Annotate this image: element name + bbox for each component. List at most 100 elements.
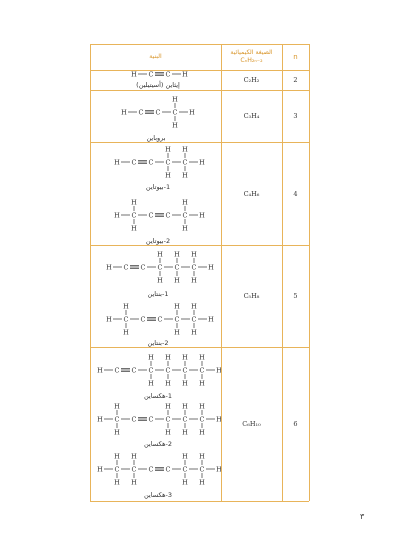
carbon-atom: C — [124, 315, 129, 323]
hydrogen-atom: H — [199, 211, 205, 219]
hydrogen-atom: H — [97, 415, 103, 423]
hydrogen-atom: H — [148, 379, 154, 387]
carbon-atom: C — [166, 158, 171, 166]
hydrogen-atom: H — [114, 402, 120, 410]
hydrogen-atom: H — [182, 402, 188, 410]
hydrogen-atom: H — [148, 353, 154, 361]
carbon-atom: C — [139, 108, 144, 116]
carbon-atom: C — [124, 263, 129, 271]
carbon-atom: C — [166, 211, 171, 219]
compound-name: 2-هكساين — [144, 440, 172, 448]
carbon-atom: C — [115, 465, 120, 473]
hydrogen-atom: H — [131, 198, 137, 206]
compound-name: إيثاين (أسيتيلين) — [136, 80, 180, 89]
alkyne-table: البنية الصيغة الكيميائية CₙH₂ₙ₋₂ n C₂H₂ … — [90, 44, 310, 502]
hydrogen-atom: H — [182, 353, 188, 361]
hydrogen-atom: H — [106, 263, 112, 271]
compound-name: 3-هكساين — [144, 491, 172, 499]
compound-name: 1-بنتاين — [148, 290, 169, 298]
hydrogen-atom: H — [199, 428, 205, 436]
carbon-atom: C — [166, 366, 171, 374]
hydrogen-atom: H — [172, 121, 178, 129]
hydrogen-atom: H — [165, 353, 171, 361]
hydrogen-atom: H — [121, 108, 127, 116]
formula-cell: C₂H₂ — [243, 76, 260, 84]
carbon-atom: C — [183, 158, 188, 166]
hydrogen-atom: H — [174, 328, 180, 336]
hydrogen-atom: H — [208, 263, 214, 271]
hydrogen-atom: H — [165, 171, 171, 179]
hydrogen-atom: H — [182, 70, 188, 78]
carbon-atom: C — [149, 366, 154, 374]
hydrogen-atom: H — [157, 276, 163, 284]
hydrogen-atom: H — [199, 402, 205, 410]
carbon-atom: C — [132, 158, 137, 166]
hydrogen-atom: H — [191, 328, 197, 336]
carbon-atom: C — [183, 366, 188, 374]
carbon-atom: C — [141, 263, 146, 271]
hydrogen-atom: H — [97, 465, 103, 473]
n-cell: 3 — [293, 112, 298, 120]
hydrogen-atom: H — [97, 366, 103, 374]
n-cell: 4 — [293, 189, 298, 198]
hydrogen-atom: H — [216, 415, 221, 423]
hydrogen-atom: H — [191, 276, 197, 284]
hydrogen-atom: H — [131, 478, 137, 486]
hydrogen-atom: H — [114, 211, 120, 219]
hydrogen-atom: H — [182, 379, 188, 387]
carbon-atom: C — [158, 315, 163, 323]
page-number: ٣ — [360, 512, 365, 521]
hydrogen-atom: H — [191, 302, 197, 310]
header-n: n — [293, 53, 298, 61]
header-formula: الصيغة الكيميائية CₙH₂ₙ₋₂ — [230, 49, 273, 64]
compound-name: 1-بيوتاين — [146, 183, 170, 191]
hydrogen-atom: H — [165, 145, 171, 153]
header-structure: البنية — [149, 53, 162, 60]
carbon-atom: C — [156, 108, 161, 116]
hydrogen-atom: H — [114, 452, 120, 460]
hydrogen-atom: H — [172, 95, 178, 103]
carbon-atom: C — [183, 415, 188, 423]
hydrogen-atom: H — [216, 465, 221, 473]
carbon-atom: C — [183, 211, 188, 219]
hydrogen-atom: H — [114, 158, 120, 166]
carbon-atom: C — [149, 211, 154, 219]
carbon-atom: C — [166, 70, 171, 78]
formula-cell: C₄H₆ — [243, 189, 260, 198]
compound-name: 1-هكساين — [144, 392, 172, 400]
n-cell: 6 — [293, 420, 298, 428]
carbon-atom: C — [200, 366, 205, 374]
carbon-atom: C — [141, 315, 146, 323]
hydrogen-atom: H — [182, 478, 188, 486]
hydrogen-atom: H — [157, 250, 163, 258]
compound-name: بروباين — [146, 134, 165, 142]
hydrogen-atom: H — [174, 250, 180, 258]
carbon-atom: C — [200, 415, 205, 423]
hydrogen-atom: H — [182, 198, 188, 206]
carbon-atom: C — [149, 70, 154, 78]
carbon-atom: C — [166, 415, 171, 423]
carbon-atom: C — [183, 465, 188, 473]
hydrogen-atom: H — [174, 302, 180, 310]
hydrogen-atom: H — [199, 158, 205, 166]
hydrogen-atom: H — [123, 328, 129, 336]
hydrogen-atom: H — [106, 315, 112, 323]
formula-cell: C₆H₁₀ — [242, 420, 261, 428]
carbon-atom: C — [115, 415, 120, 423]
n-cell: 5 — [293, 292, 298, 300]
hydrogen-atom: H — [182, 452, 188, 460]
hydrogen-atom: H — [114, 428, 120, 436]
hydrogen-atom: H — [199, 379, 205, 387]
hydrogen-atom: H — [182, 428, 188, 436]
hydrogen-atom: H — [114, 478, 120, 486]
carbon-atom: C — [115, 366, 120, 374]
carbon-atom: C — [175, 315, 180, 323]
hydrogen-atom: H — [165, 379, 171, 387]
hydrogen-atom: H — [208, 315, 214, 323]
formula-cell: C₃H₄ — [243, 112, 260, 120]
compound-name: 2-بيوتاين — [146, 237, 170, 245]
carbon-atom: C — [132, 366, 137, 374]
hydrogen-atom: H — [182, 171, 188, 179]
carbon-atom: C — [158, 263, 163, 271]
carbon-atom: C — [192, 315, 197, 323]
